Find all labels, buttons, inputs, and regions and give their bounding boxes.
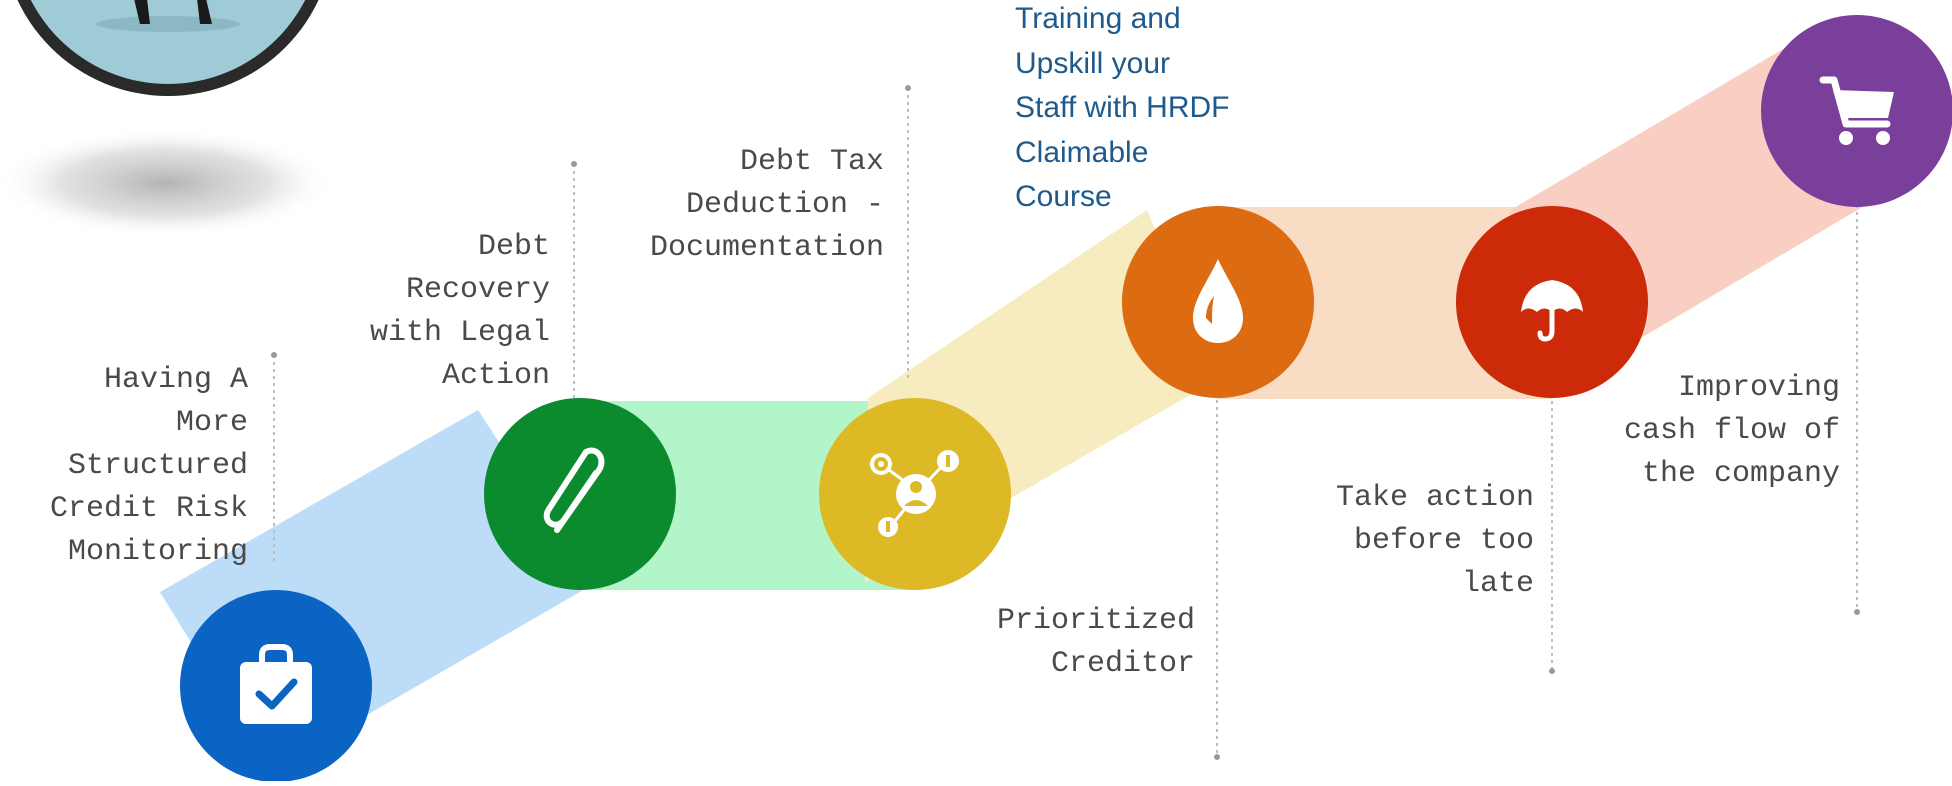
shadow-ellipse: [0, 128, 335, 238]
step-3-label-line: Deduction -: [685, 188, 884, 222]
leader-dot-3: [905, 85, 911, 91]
step-5-label-line: late: [1461, 567, 1534, 601]
paperclip-icon: [543, 447, 605, 533]
step-3-label: Debt Tax Deduction - Documentation: [650, 141, 884, 270]
step-2-label-line: Debt: [477, 230, 550, 264]
step-4-label: Prioritized Creditor: [997, 600, 1195, 686]
umbrella-icon: [1521, 280, 1583, 342]
callout-line: Claimable: [1015, 135, 1149, 169]
shopping-bag-check-icon: [240, 644, 312, 724]
leader-dot-5: [1549, 668, 1555, 674]
social-network-icon: [870, 450, 959, 537]
hrdf-training-callout: Training and Upskill your Staff with HRD…: [1015, 0, 1230, 220]
callout-line: Training and: [1015, 2, 1181, 35]
leader-dot-2: [571, 161, 577, 167]
water-drop-icon: [1193, 259, 1243, 343]
step-6-label-line: Improving: [1677, 371, 1840, 405]
step-2-label-line: Recovery: [405, 273, 550, 307]
step-6-label-line: the company: [1641, 457, 1840, 491]
callout-line: Staff with HRDF: [1015, 91, 1230, 124]
step-3-label-line: Debt Tax: [739, 145, 884, 179]
step-5-label-line: before too: [1353, 524, 1534, 558]
step-3-label-line: Documentation: [649, 231, 884, 265]
callout-line: Course: [1015, 180, 1112, 213]
step-5-label: Take action before too late: [1336, 477, 1534, 606]
step-1-label-line: Structured: [67, 449, 248, 483]
step-2-label-line: with Legal: [369, 316, 550, 350]
callout-line: Upskill your: [1015, 46, 1171, 80]
step-4-label-line: Prioritized: [996, 604, 1195, 638]
step-1-label-line: Credit Risk: [49, 492, 248, 526]
step-1-label: Having A More Structured Credit Risk Mon…: [50, 359, 248, 574]
step-6-label-line: cash flow of: [1623, 414, 1840, 448]
step-1-label-line: Monitoring: [67, 535, 248, 569]
leader-dot-6: [1854, 609, 1860, 615]
shopping-cart-icon: [1819, 76, 1894, 145]
step-2-label-line: Action: [441, 359, 550, 393]
step-4-label-line: Creditor: [1050, 647, 1195, 681]
step-6-label: Improving cash flow of the company: [1624, 367, 1840, 496]
leader-dot-1: [271, 352, 277, 358]
step-5-label-line: Take action: [1335, 481, 1534, 515]
leader-dot-4: [1214, 754, 1220, 760]
step-1-label-line: Having A: [103, 363, 248, 397]
cropped-badge-image: [17, 0, 319, 96]
step-2-label: Debt Recovery with Legal Action: [370, 226, 550, 398]
step-1-label-line: More: [175, 406, 248, 440]
